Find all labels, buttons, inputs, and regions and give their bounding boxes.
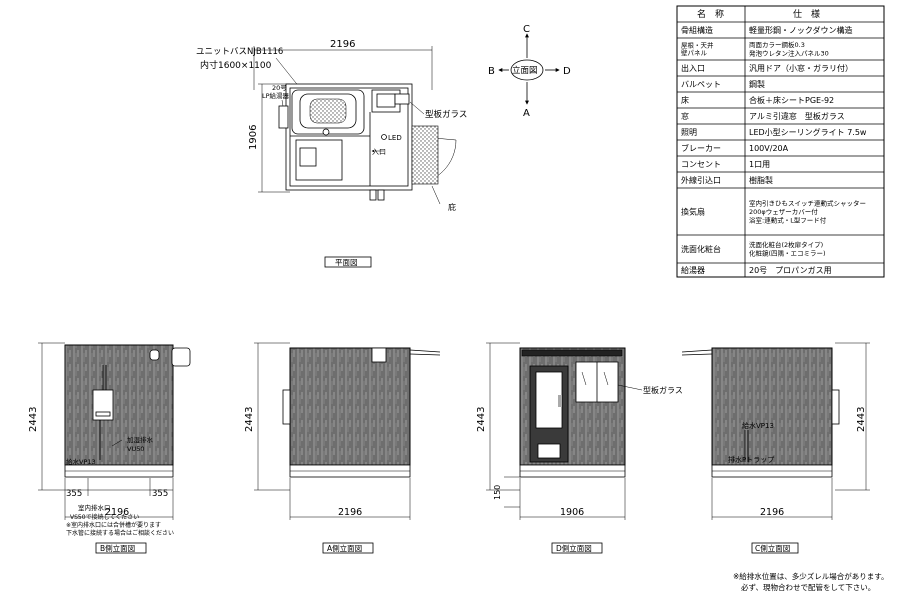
- spec-row-name: 給湯器: [681, 265, 705, 275]
- elev-c-view-label: C側立面図: [755, 543, 790, 553]
- compass-bottom: A: [523, 108, 530, 119]
- spec-row-name: コンセント: [681, 160, 721, 169]
- plan-view-label: 平面図: [335, 258, 358, 267]
- spec-row-name: 出入口: [681, 63, 705, 73]
- plan-eave-label: 庇: [448, 202, 456, 212]
- spec-row-value: 樹脂製: [749, 175, 773, 185]
- spec-row-name: 屋根・天井壁パネル: [681, 41, 714, 58]
- elev-b-left-dim: 355: [66, 489, 82, 499]
- plan-glass-label: 型板ガラス: [425, 109, 467, 120]
- spec-row-value: 1口用: [749, 160, 770, 169]
- spec-row-value: 20号 プロパンガス用: [749, 265, 832, 275]
- footer-note: ※給排水位置は、多少ズレル場合があります。 必ず、現物合わせで配管をして下さい。: [733, 571, 891, 592]
- spec-row-name: 外線引込口: [681, 175, 721, 185]
- elevation-c: 2443 給水VP13 排水Pトラップ 2196 C側立面図: [681, 342, 870, 554]
- elev-d-base-dim: 150: [493, 485, 502, 500]
- spec-row-name: バルペット: [681, 80, 721, 89]
- spec-header-name: 名 称: [697, 8, 724, 20]
- plan-width-dim: 2196: [330, 39, 355, 50]
- elev-c-width: 2196: [760, 507, 784, 518]
- elev-d-width: 1906: [560, 507, 584, 518]
- spec-row-value: アルミ引違窓 型板ガラス: [749, 111, 845, 121]
- elev-d-height: 2443: [476, 407, 487, 432]
- elev-b-right-dim: 355: [152, 489, 168, 499]
- spec-row-value: 100V/20A: [749, 144, 789, 153]
- compass-center: 立面図: [512, 65, 538, 76]
- spec-row-value: LED小型シーリングライト 7.5w: [749, 127, 867, 137]
- spec-row-value: 軽量形鋼・ノックダウン構造: [749, 25, 853, 35]
- elev-d-glass-label: 型板ガラス: [643, 385, 683, 395]
- spec-row-value: 鋼製: [749, 79, 765, 89]
- spec-row-value: 合板＋床シートPGE-92: [749, 95, 834, 105]
- elev-a-height: 2443: [244, 407, 255, 432]
- elev-b-water-label: 給水VP13: [66, 457, 96, 466]
- spec-row-name: 床: [681, 95, 689, 105]
- elev-b-note-title: 室内排水口: [78, 503, 111, 512]
- elev-a-width: 2196: [338, 507, 362, 518]
- compass-top: C: [523, 24, 530, 35]
- plan-entry-label: 入口: [372, 148, 386, 156]
- compass-left: B: [488, 66, 495, 77]
- spec-row-name: 換気扇: [681, 207, 705, 217]
- elev-d-view-label: D側立面図: [556, 543, 592, 553]
- spec-row-name: 照明: [681, 128, 697, 137]
- spec-row-name: ブレーカー: [681, 143, 721, 153]
- spec-row-value: 汎用ドア（小窓・ガラリ付）: [749, 63, 853, 73]
- compass-right: D: [563, 66, 571, 77]
- elev-b-width: 2196: [105, 507, 129, 518]
- elev-b-view-label: B側立面図: [100, 543, 135, 553]
- elev-c-height: 2443: [856, 407, 867, 432]
- spec-row-value: 洗面化粧台(2枚扉タイプ)化粧鏡(四隅・エコミラー): [749, 240, 826, 258]
- unit-bath-label: ユニットバスNJB1116: [196, 47, 283, 57]
- elevation-d: 2443 型板ガラス 1906 150 D側立面図: [476, 342, 683, 554]
- spec-row-name: 洗面化粧台: [681, 244, 721, 254]
- spec-row-name: 骨組構造: [681, 25, 713, 35]
- elevation-compass: 立面図 C A B D: [488, 24, 571, 119]
- spec-header-spec: 仕 様: [793, 8, 820, 20]
- elev-c-water-label: 給水VP13: [742, 421, 774, 430]
- elev-b-height: 2443: [28, 407, 39, 432]
- elevation-a: 2443 2196 A側立面図: [244, 342, 441, 554]
- spec-row-name: 窓: [681, 111, 689, 121]
- elev-b-note-text: VS50で接続してください ※室内排水口には合併槽が要ります 下水管に接続する場…: [66, 513, 174, 537]
- elev-a-view-label: A側立面図: [327, 543, 362, 553]
- plan-led-label: LED: [388, 134, 402, 142]
- plan-depth-dim: 1906: [248, 125, 259, 150]
- elev-c-drain-label: 排水Pトラップ: [728, 455, 774, 464]
- unit-bath-size: 内寸1600×1100: [200, 59, 272, 71]
